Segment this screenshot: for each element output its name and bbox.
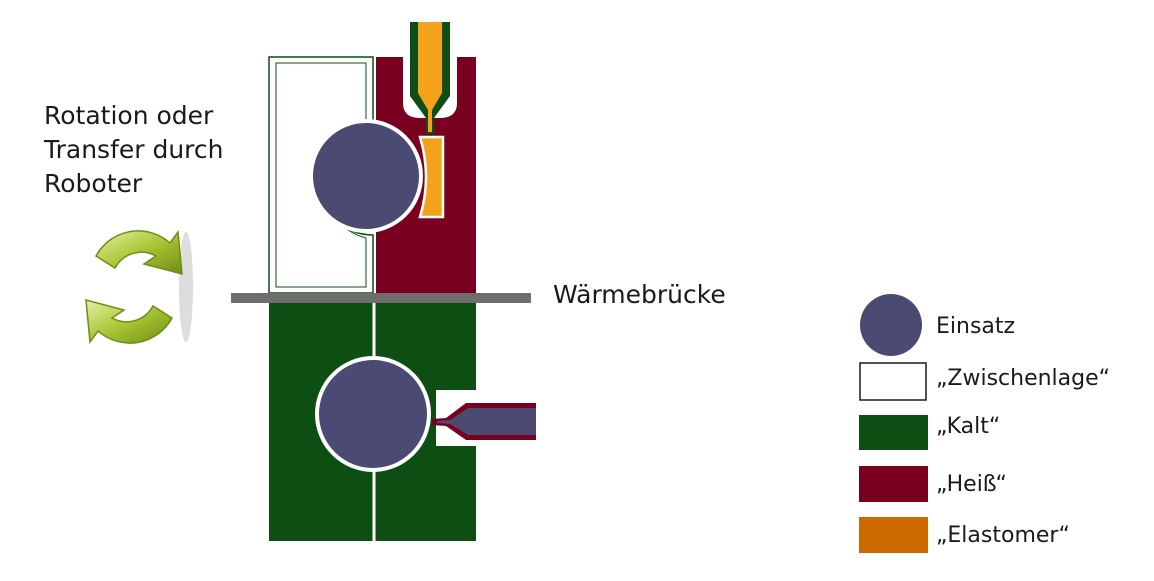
rotation-text-line2: Transfer durch xyxy=(43,135,224,164)
waermebruecke-bar xyxy=(231,293,531,303)
rotation-arrows-icon xyxy=(85,229,193,345)
elastomer-nozzle xyxy=(410,22,450,134)
elastomer-cavity xyxy=(418,135,445,219)
legend-swatch-einsatz xyxy=(860,294,922,356)
legend-label-zwischenlage: „Zwischenlage“ xyxy=(936,366,1110,391)
lower-hot-nozzle xyxy=(432,403,536,440)
legend-label-kalt: „Kalt“ xyxy=(936,414,1000,439)
rotation-text-line1: Rotation oder xyxy=(44,101,214,130)
legend-label-einsatz: Einsatz xyxy=(936,314,1015,339)
legend-swatch-zwischenlage xyxy=(859,362,927,401)
legend-label-heiss: „Heiß“ xyxy=(936,472,1007,497)
rotation-text-line3: Roboter xyxy=(44,169,143,198)
waermebruecke-label: Wärmebrücke xyxy=(553,280,726,309)
legend-swatch-kalt xyxy=(859,415,928,450)
legend-swatch-elastomer xyxy=(859,517,928,553)
legend-label-elastomer: „Elastomer“ xyxy=(936,523,1070,548)
legend-swatch-heiss xyxy=(859,466,928,502)
upper-insert xyxy=(309,119,423,233)
legend: Einsatz „Zwischenlage“ „Kalt“ „Heiß“ „El… xyxy=(859,294,1110,553)
lower-insert xyxy=(315,356,431,472)
